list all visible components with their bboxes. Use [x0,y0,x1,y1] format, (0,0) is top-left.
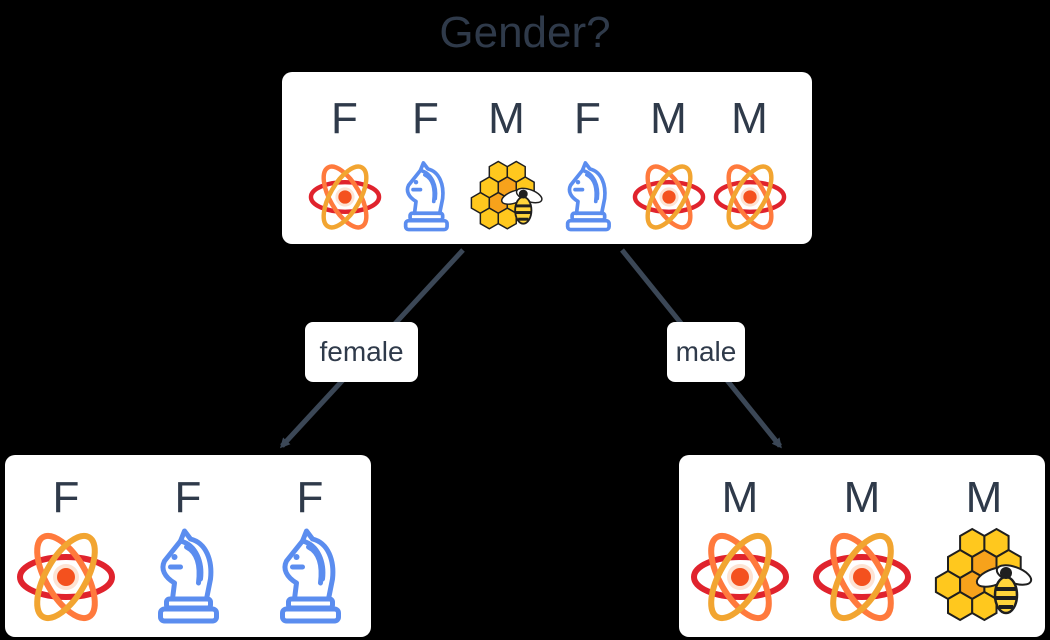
atom-icon [690,527,790,632]
gender-letter: M [488,94,525,143]
atom-icon [812,527,912,632]
node-item: M [679,455,801,637]
gender-letter: F [52,473,80,522]
node-item: M [709,72,790,244]
gender-letter: F [412,94,439,143]
gender-letter: M [721,473,759,522]
gender-letter: F [574,94,601,143]
male-node: M M M [679,455,1045,637]
knight-icon [273,527,348,632]
root-items: F F M F M [304,72,790,244]
node-item: M [801,455,923,637]
bee-honeycomb-icon [470,160,544,239]
knight-icon [560,160,616,239]
knight-icon [398,160,454,239]
node-item: M [628,72,709,244]
gender-letter: M [731,94,768,143]
edge-label-male: male [667,322,745,382]
atom-icon [308,160,382,239]
gender-letter: M [843,473,881,522]
node-item: M [466,72,547,244]
gender-letter: F [174,473,202,522]
root-node: F F M F M [282,72,812,244]
node-item: F [249,455,371,637]
atom-icon [713,160,787,239]
node-item: F [547,72,628,244]
atom-icon [16,527,116,632]
atom-icon [632,160,706,239]
node-item: F [304,72,385,244]
bee-honeycomb-icon [934,527,1034,632]
gender-letter: M [650,94,687,143]
node-item: F [127,455,249,637]
diagram-title: Gender? [439,8,611,57]
gender-letter: F [331,94,358,143]
node-item: F [385,72,466,244]
gender-letter: M [965,473,1003,522]
node-item: F [5,455,127,637]
knight-icon [151,527,226,632]
edge-label-female: female [305,322,418,382]
node-item: M [923,455,1045,637]
female-items: F F F [5,455,371,637]
female-node: F F F [5,455,371,637]
male-items: M M M [679,455,1045,637]
gender-letter: F [296,473,324,522]
